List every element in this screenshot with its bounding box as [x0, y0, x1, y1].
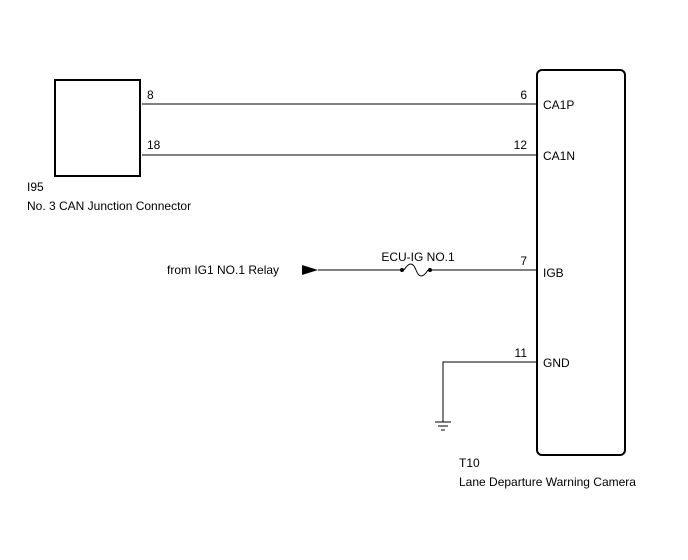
camera-box [536, 69, 626, 456]
power-source-label: from IG1 NO.1 Relay [167, 263, 279, 277]
camera-pin-number-ca1n: 12 [514, 138, 528, 152]
fuse-icon [400, 263, 432, 277]
camera-pin-label-ca1p: CA1P [543, 98, 574, 112]
camera-pin-number-gnd: 11 [515, 346, 528, 360]
camera-pin-label-ca1n: CA1N [543, 149, 575, 163]
camera-code: T10 [459, 456, 480, 470]
camera-name: Lane Departure Warning Camera [459, 475, 636, 489]
junction-connector-box [54, 79, 141, 177]
camera-pin-number-igb: 7 [520, 254, 527, 268]
camera-pin-number-ca1p: 6 [520, 88, 527, 102]
junction-connector-code: I95 [27, 180, 44, 194]
fuse-label: ECU-IG NO.1 [381, 250, 455, 264]
junction-connector-name: No. 3 CAN Junction Connector [27, 199, 191, 213]
junction-pin-ca1p: 8 [147, 88, 154, 102]
wire-gnd [442, 361, 537, 422]
camera-pin-label-igb: IGB [543, 266, 564, 280]
junction-pin-ca1n: 18 [147, 138, 161, 152]
camera-pin-label-gnd: GND [543, 356, 570, 370]
ground-icon [435, 421, 451, 431]
arrow-icon [302, 265, 318, 275]
